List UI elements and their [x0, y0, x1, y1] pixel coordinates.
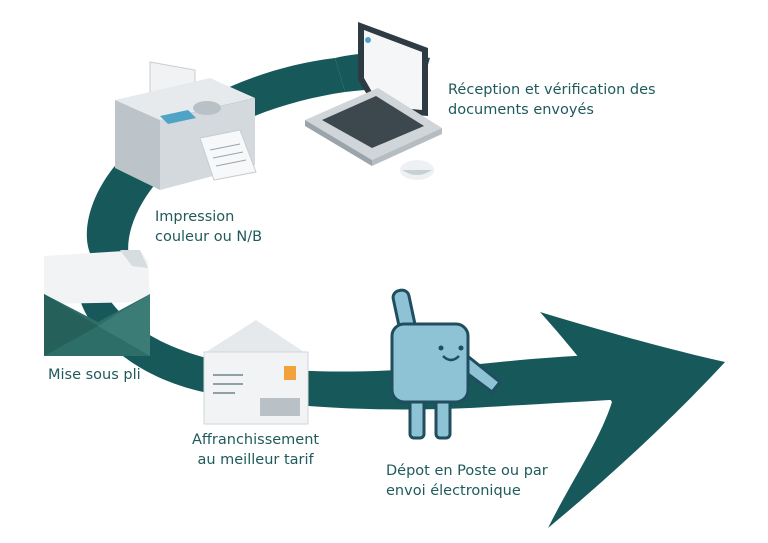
step-label-affranchissement: Affranchissement au meilleur tarif	[192, 430, 319, 470]
printer-icon	[115, 61, 257, 190]
envelope-icon	[44, 250, 150, 356]
laptop-icon	[305, 22, 442, 166]
mouse-icon	[400, 160, 434, 180]
step-label-line: Affranchissement	[192, 432, 320, 448]
step-label-line: Dépot en Poste ou par	[386, 463, 548, 479]
step-label-reception: Réception et vérification des documents …	[448, 80, 656, 120]
step-label-impression: Impression couleur ou N/B	[155, 207, 262, 247]
step-label-mise-sous-pli: Mise sous pli	[48, 365, 141, 385]
step-label-line: Impression	[155, 209, 235, 225]
step-label-line: envoi électronique	[386, 483, 521, 499]
stamped-letter-icon	[203, 320, 309, 425]
cycle-arrow	[80, 52, 725, 528]
robot-mascot-icon	[390, 288, 503, 440]
step-label-line: Réception et vérification des	[448, 82, 656, 98]
step-label-line: couleur ou N/B	[155, 229, 263, 245]
step-label-line: au meilleur tarif	[197, 452, 314, 468]
step-label-depot: Dépot en Poste ou par envoi électronique	[386, 461, 548, 501]
step-label-line: documents envoyés	[448, 102, 594, 118]
step-label-line: Mise sous pli	[48, 367, 141, 383]
